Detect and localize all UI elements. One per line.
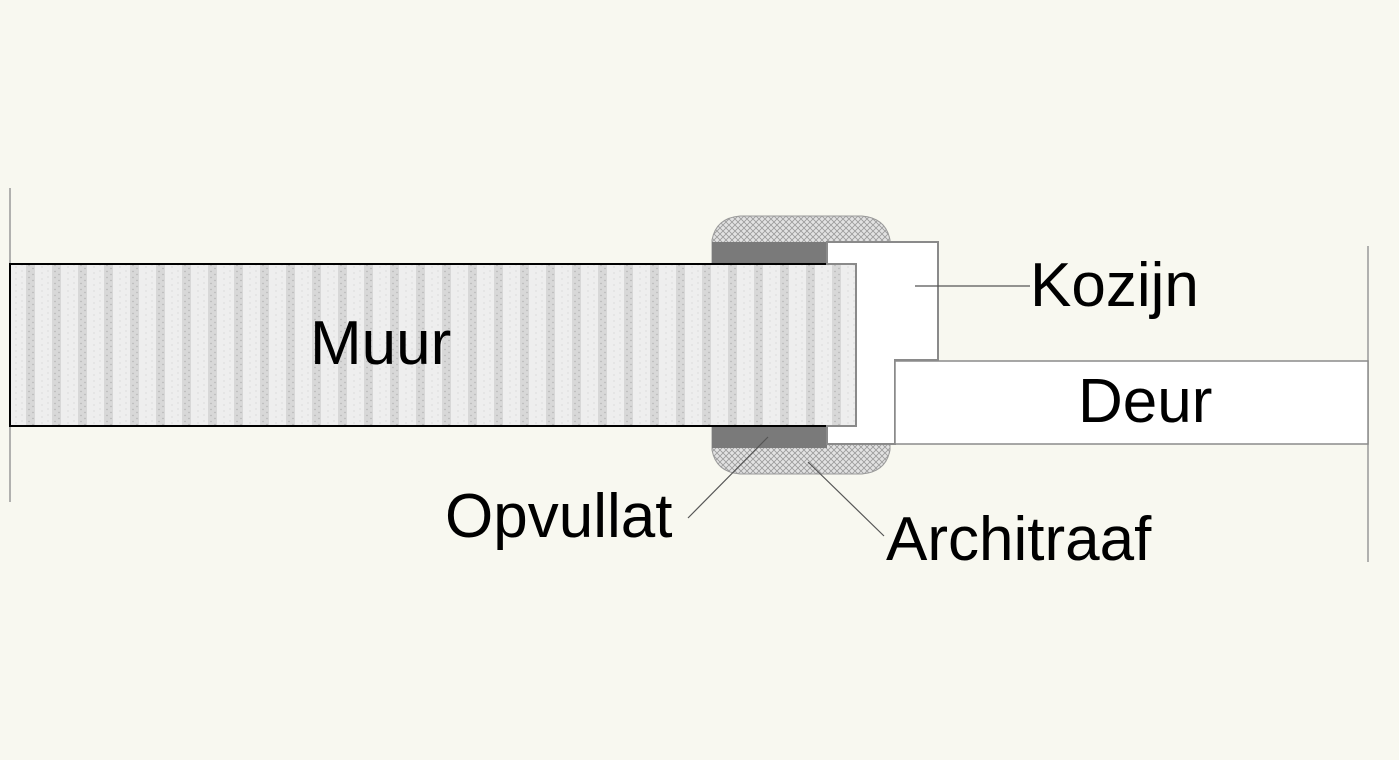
label-filler-strip: Opvullat bbox=[445, 482, 672, 551]
label-architrave: Architraaf bbox=[886, 505, 1152, 574]
leader-line-filler-strip bbox=[687, 436, 769, 519]
label-door: Deur bbox=[1078, 367, 1212, 436]
filler-strip-top bbox=[712, 242, 827, 264]
filler-strip-bottom bbox=[712, 426, 827, 448]
leader-line-architrave bbox=[807, 461, 885, 537]
label-wall: Muur bbox=[310, 309, 451, 378]
label-frame: Kozijn bbox=[1030, 251, 1199, 320]
door-frame bbox=[826, 241, 939, 445]
door bbox=[894, 360, 1369, 445]
